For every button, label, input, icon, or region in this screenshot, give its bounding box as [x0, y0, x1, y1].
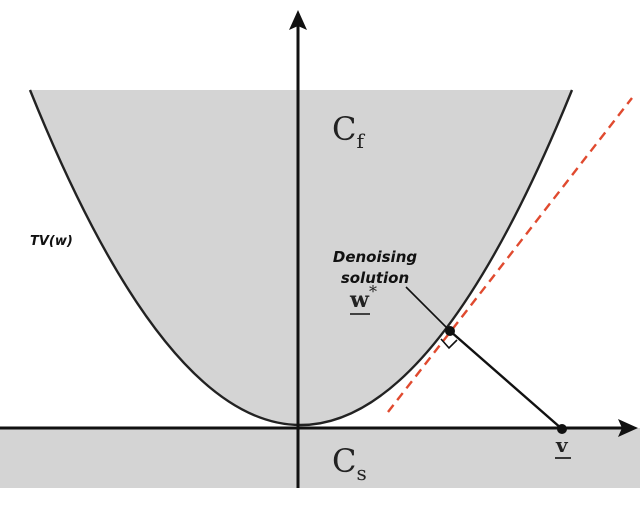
tangent-line — [387, 97, 633, 413]
cs-label: Cs — [332, 442, 367, 485]
tv-curve — [28, 89, 574, 427]
region-cs — [0, 428, 640, 488]
x-axis-arrow — [618, 419, 638, 437]
denoising-label-line2: solution — [341, 269, 409, 287]
w-star-label: w* — [349, 282, 377, 313]
w-star-point — [445, 326, 455, 336]
tv-label: TV(w) — [30, 234, 73, 249]
projection-line — [449, 330, 563, 430]
region-cf — [30, 90, 572, 425]
denoising-label-line1: Denoising — [333, 248, 417, 266]
cf-label: Cf — [332, 110, 365, 153]
v-label: v — [555, 433, 569, 457]
y-axis-arrow — [289, 10, 307, 30]
right-angle-marker — [440, 338, 458, 350]
pointer-line — [405, 286, 451, 332]
v-point — [557, 424, 567, 434]
